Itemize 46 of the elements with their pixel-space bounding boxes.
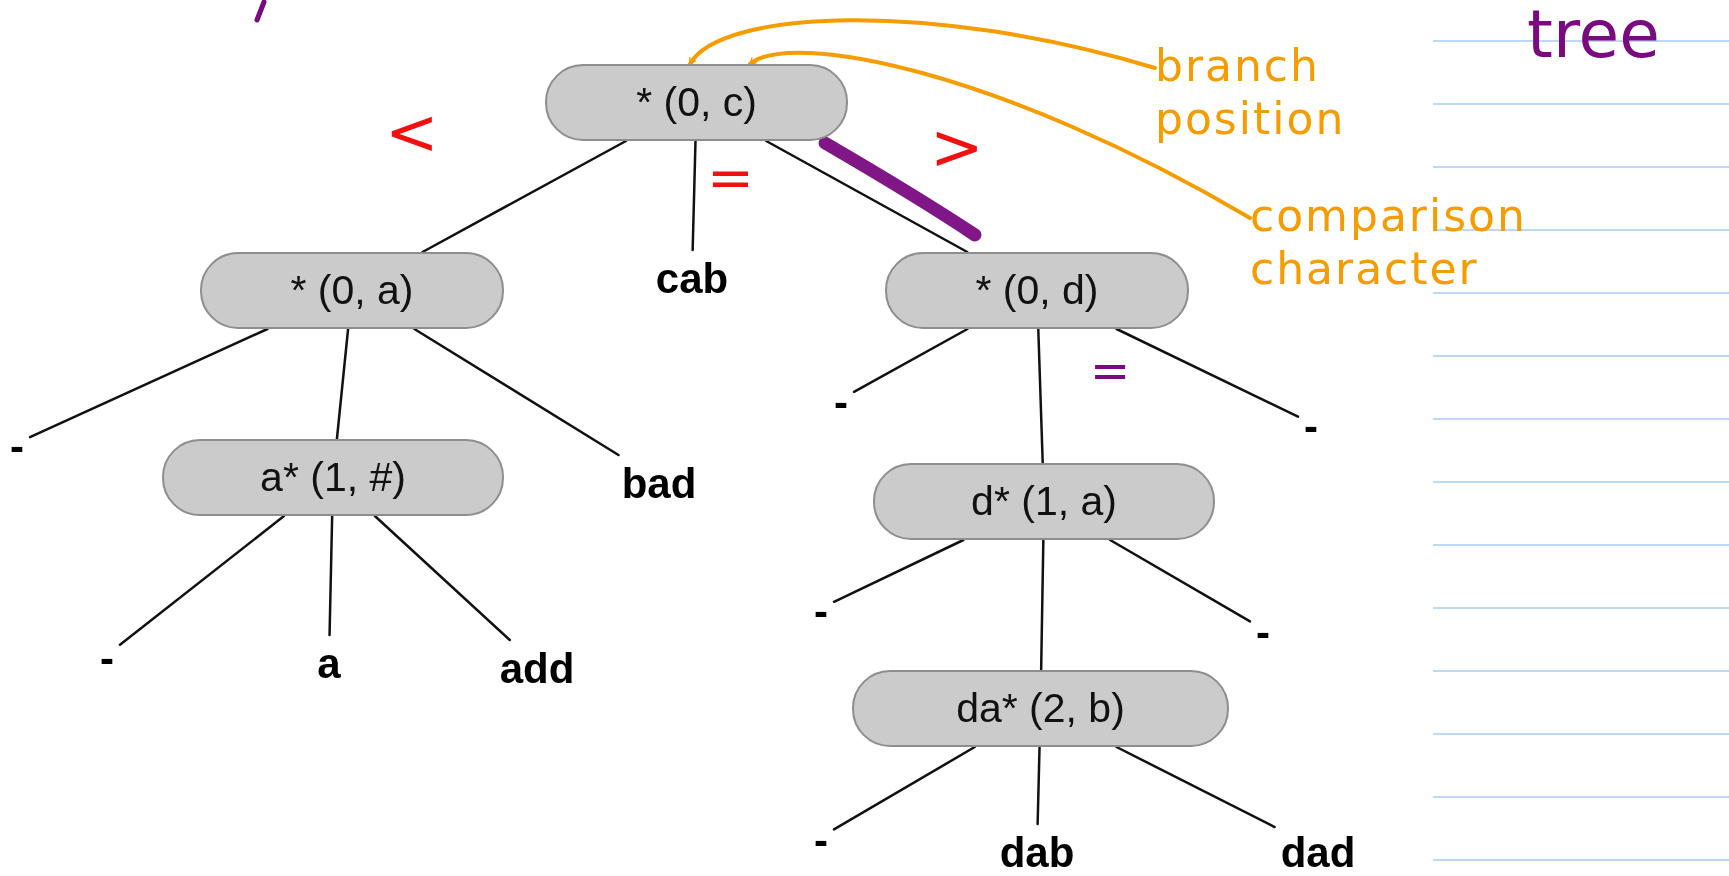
tree-branch [691,139,697,252]
leaf-label: - [4,418,30,468]
tree-branch [1037,327,1044,465]
leaf-label: add [493,640,581,690]
leader-arrow [748,50,1252,220]
greater-than-mark: > [930,115,984,179]
tree-branch [1115,745,1276,829]
leaf-label: - [828,374,854,424]
less-than-mark: < [385,100,439,164]
tree-branch [328,514,334,637]
node-pill: a* (1, #) [162,439,504,516]
leaf-label: - [808,583,834,633]
tree-branch [421,139,628,254]
leaf-label: - [1250,604,1276,654]
handwritten-note: branch position [1155,40,1415,146]
tree-branch [373,514,512,642]
node-pill: * (0, c) [545,64,848,141]
tree-branch [832,745,976,831]
tree-branch [413,327,620,457]
node-pill: * (0, a) [200,252,504,329]
handwritten-note: comparison character [1250,190,1710,296]
leaf-label: dad [1274,824,1362,874]
node-pill: d* (1, a) [873,463,1215,540]
tree-branch [28,327,269,439]
leaf-label: - [94,630,120,680]
tree-branch [852,327,969,394]
node-pill: da* (2, b) [852,670,1229,747]
tree-branch [1108,538,1252,623]
tree-branch [1036,745,1041,826]
leaf-label: dab [993,824,1081,874]
tree-branch [335,327,350,441]
tree-branch [765,139,969,254]
tree-branch [118,514,286,647]
tree-branch [1115,327,1300,418]
tree-branch [832,538,965,604]
leaf-label: bad [615,455,703,505]
equals-mark: = [1090,346,1131,394]
tree-branch [1039,538,1045,672]
leaf-label: - [1298,398,1324,448]
leaf-label: cab [649,250,735,300]
leaf-label: - [808,812,834,862]
node-pill: * (0, d) [885,252,1189,329]
equals-mark: = [707,150,754,206]
leaf-label: a [311,635,347,685]
leader-arrow [688,18,1157,70]
handwritten-word: tree [1527,2,1660,68]
